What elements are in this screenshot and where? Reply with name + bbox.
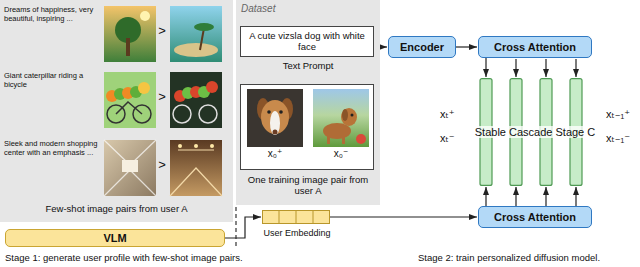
illustration-part <box>170 140 222 196</box>
node-text: Cross Attention <box>479 41 591 54</box>
preference-sign: > <box>156 90 168 105</box>
node-text: x₀⁺ <box>259 148 291 160</box>
process-box: Cross Attention <box>478 36 592 58</box>
illustration-part <box>247 89 303 147</box>
illustration-part <box>194 23 214 31</box>
illustration-part <box>342 109 348 121</box>
example-images <box>0 0 233 222</box>
illustration-part <box>356 134 366 144</box>
illustration-part <box>279 211 313 223</box>
illustration-part <box>194 144 198 148</box>
illustration-part <box>104 6 156 62</box>
embedding-box: User Embedding <box>262 210 330 224</box>
preference-sign: > <box>156 24 168 39</box>
arrow-connector <box>330 216 477 217</box>
arrow-connector <box>485 58 486 77</box>
preference-sign: > <box>156 158 168 173</box>
model-block: Stable Cascade Stage C <box>470 78 600 186</box>
attention-arrow <box>575 187 576 206</box>
illustration-part <box>126 38 130 56</box>
illustration-part <box>140 11 150 21</box>
illustration-part <box>270 111 280 135</box>
panel-title: Dataset <box>241 3 321 15</box>
node-text: Cross Attention <box>479 211 591 224</box>
prompt-text: Sleek and modern shopping center with an… <box>4 140 100 157</box>
process-box: Encoder <box>388 36 456 58</box>
stage-caption: Stage 1: generate user profile with few-… <box>5 253 243 264</box>
illustration-part <box>261 100 289 134</box>
arrow-connector <box>456 46 477 47</box>
latent-symbol: xₜ₋₁⁺ <box>606 108 630 121</box>
illustration-part <box>174 43 218 57</box>
illustration-part <box>351 114 354 117</box>
illustration-part <box>200 28 204 50</box>
illustration-part <box>199 105 217 123</box>
node-text: x₀⁻ <box>325 148 357 160</box>
illustration-part <box>173 105 191 123</box>
illustration-part <box>122 160 138 172</box>
illustration-part <box>313 89 369 147</box>
node-text: VLM <box>6 232 224 245</box>
illustration-part <box>210 144 214 148</box>
illustration-part <box>341 108 357 126</box>
illustration-part <box>206 81 218 93</box>
embedding-cells <box>263 211 329 223</box>
attention-arrow <box>575 59 576 77</box>
prompt-box: A cute vizsla dog with white faceText Pr… <box>240 26 374 57</box>
latent-symbol: xₜ⁺ <box>440 108 455 121</box>
attention-arrow <box>515 59 516 77</box>
dog-images <box>241 85 373 169</box>
illustration-part <box>279 110 283 114</box>
attention-arrow <box>545 187 546 206</box>
stage-caption: Stage 2: train personalized diffusion mo… <box>418 253 600 264</box>
prompt-text: Dreams of happiness, very beautiful, ins… <box>4 6 100 23</box>
process-box: VLM <box>5 229 225 247</box>
node-text: Stable Cascade Stage C <box>473 126 597 139</box>
latent-symbol: xₜ⁻ <box>440 132 455 145</box>
illustration-part <box>178 144 182 148</box>
dataset-panel: Dataset A cute vizsla dog with white face… <box>236 0 380 205</box>
node-text: One training image pair from user A <box>241 175 375 197</box>
illustration-part <box>170 72 222 128</box>
image-pair-box: x₀⁺x₀⁻One training image pair from user … <box>240 84 374 170</box>
illustration-part <box>170 150 222 196</box>
node-text: Encoder <box>389 41 455 54</box>
node-text: User Embedding <box>253 228 341 238</box>
illustration-part <box>104 140 156 196</box>
latent-symbol: xₜ₋₁⁻ <box>606 132 630 145</box>
illustration-part <box>116 102 142 114</box>
arrow-connector <box>485 187 486 206</box>
attention-arrow <box>515 187 516 206</box>
illustration-part <box>104 140 156 196</box>
prompt-text: Giant caterpillar riding a bicycle <box>4 72 100 89</box>
node-text: A cute vizsla dog with white face <box>241 31 373 53</box>
node-text: Text Prompt <box>241 61 375 72</box>
example-panel: Dreams of happiness, very beautiful, ins… <box>0 0 233 222</box>
attention-arrow <box>545 59 546 77</box>
illustration-part <box>170 6 222 62</box>
process-box: Cross Attention <box>478 206 592 228</box>
illustration-part <box>273 130 278 135</box>
illustration-part <box>104 72 156 128</box>
stage-divider <box>235 207 236 248</box>
illustration-part <box>342 135 345 144</box>
illustration-part <box>267 110 271 114</box>
illustration-part <box>138 82 150 94</box>
illustration-part <box>327 135 330 144</box>
panel-caption: Few-shot image pairs from user A <box>0 204 233 215</box>
